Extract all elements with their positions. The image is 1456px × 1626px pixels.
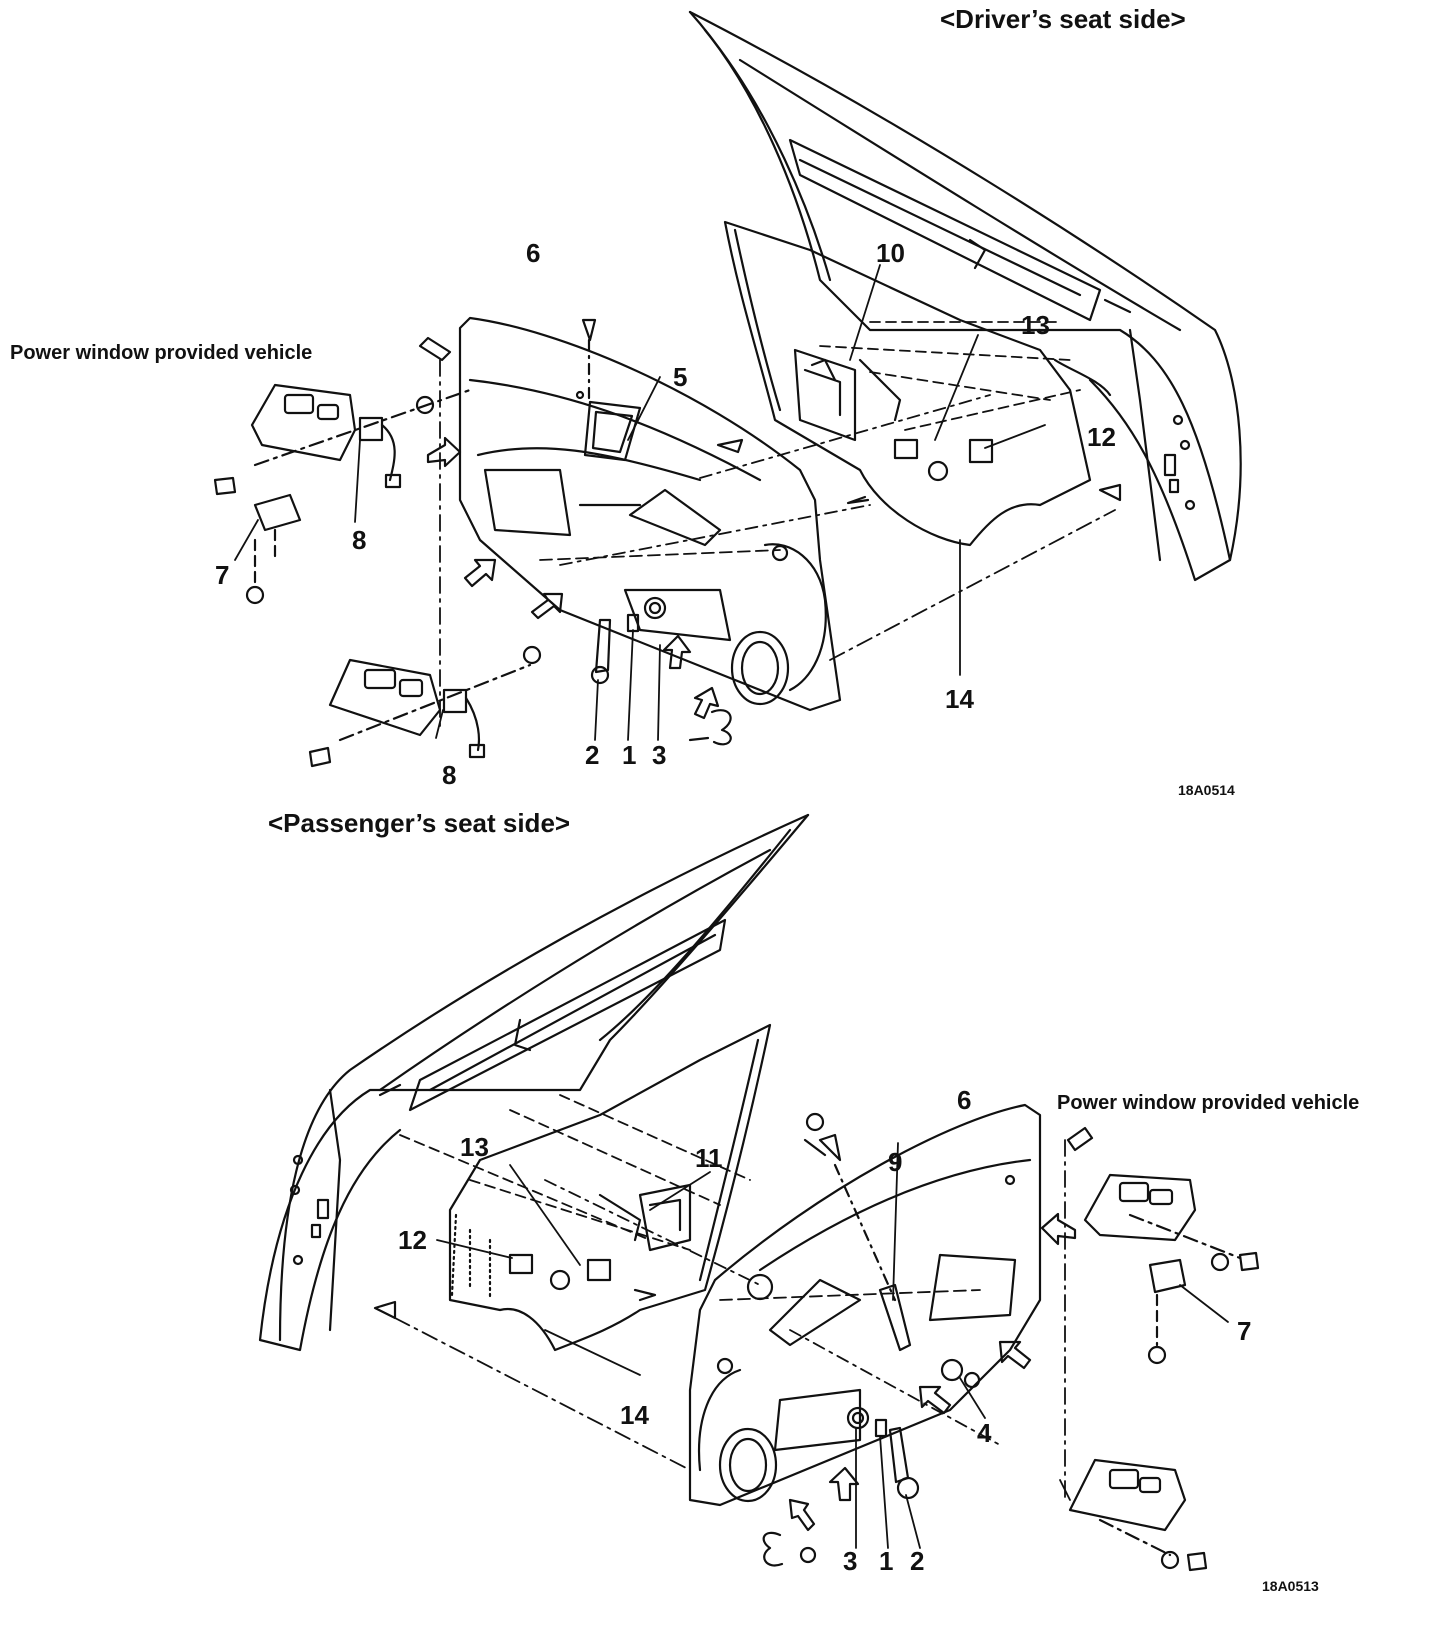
driver-figure-code: 18A0514: [1178, 782, 1235, 798]
passenger-door-frame: [258, 813, 810, 1352]
callout-7-passenger: 7: [1237, 1316, 1252, 1346]
driver-leader-lines: [234, 264, 1116, 741]
callout-10-driver: 10: [876, 238, 905, 268]
callout-12-passenger: 12: [398, 1225, 427, 1255]
driver-door-frame: [688, 10, 1242, 582]
callout-5-driver: 5: [673, 362, 688, 392]
callout-6-passenger: 6: [957, 1085, 972, 1115]
passenger-pull-handle-bracket: [598, 1183, 692, 1252]
driver-arrows: [418, 336, 732, 746]
callout-13-driver: 13: [1021, 310, 1050, 340]
passenger-side-title: <Passenger’s seat side>: [268, 808, 571, 838]
callout-7-driver: 7: [215, 560, 230, 590]
callout-14-passenger: 14: [620, 1400, 649, 1430]
callout-3-passenger: 3: [843, 1546, 858, 1576]
callout-11-passenger: 11: [695, 1143, 723, 1173]
callout-8-driver-upper: 8: [352, 525, 367, 555]
callout-3-driver: 3: [652, 740, 667, 770]
callout-14-driver: 14: [945, 684, 974, 714]
passenger-switch-bracket: [1147, 1258, 1187, 1365]
passenger-door-trim-panel: [688, 1103, 1042, 1507]
driver-clips: [716, 438, 1122, 562]
passenger-power-window-switch-upper: [1083, 1173, 1260, 1272]
passenger-window-handle: [846, 1358, 981, 1500]
passenger-leader-lines: [394, 1094, 1229, 1549]
passenger-power-window-switch-lower: [1068, 1458, 1208, 1572]
passenger-arrows: [762, 1126, 1094, 1567]
passenger-power-window-label: Power window provided vehicle: [1057, 1092, 1360, 1114]
callout-12-driver: 12: [1087, 422, 1116, 452]
driver-window-handle: [590, 596, 667, 685]
callout-9-passenger: 9: [888, 1147, 903, 1177]
callout-4-passenger: 4: [977, 1418, 992, 1448]
driver-door-trim-panel: [458, 316, 842, 712]
passenger-figure-code: 18A0513: [1262, 1578, 1319, 1594]
passenger-clips: [373, 1253, 774, 1375]
driver-power-window-switch-upper: [250, 383, 472, 489]
driver-power-window-label: Power window provided vehicle: [10, 342, 313, 364]
callout-2-passenger: 2: [910, 1546, 925, 1576]
callout-1-passenger: 1: [879, 1546, 894, 1576]
passenger-inside-handle-bezel: [803, 1112, 897, 1302]
callout-8-driver-lower: 8: [442, 760, 457, 790]
callout-6-driver: 6: [526, 238, 541, 268]
driver-power-window-switch-lower: [308, 645, 542, 768]
passenger-waterproof-film: [448, 1023, 772, 1352]
driver-switch-bracket: [213, 476, 302, 605]
callout-2-driver: 2: [585, 740, 600, 770]
callout-1-driver: 1: [622, 740, 637, 770]
driver-waterproof-film: [723, 220, 1112, 547]
driver-inside-handle-bezel: [581, 318, 642, 462]
driver-pull-handle-bracket: [793, 348, 902, 442]
driver-side-title: <Driver’s seat side>: [940, 4, 1186, 34]
callout-13-passenger: 13: [460, 1132, 489, 1162]
